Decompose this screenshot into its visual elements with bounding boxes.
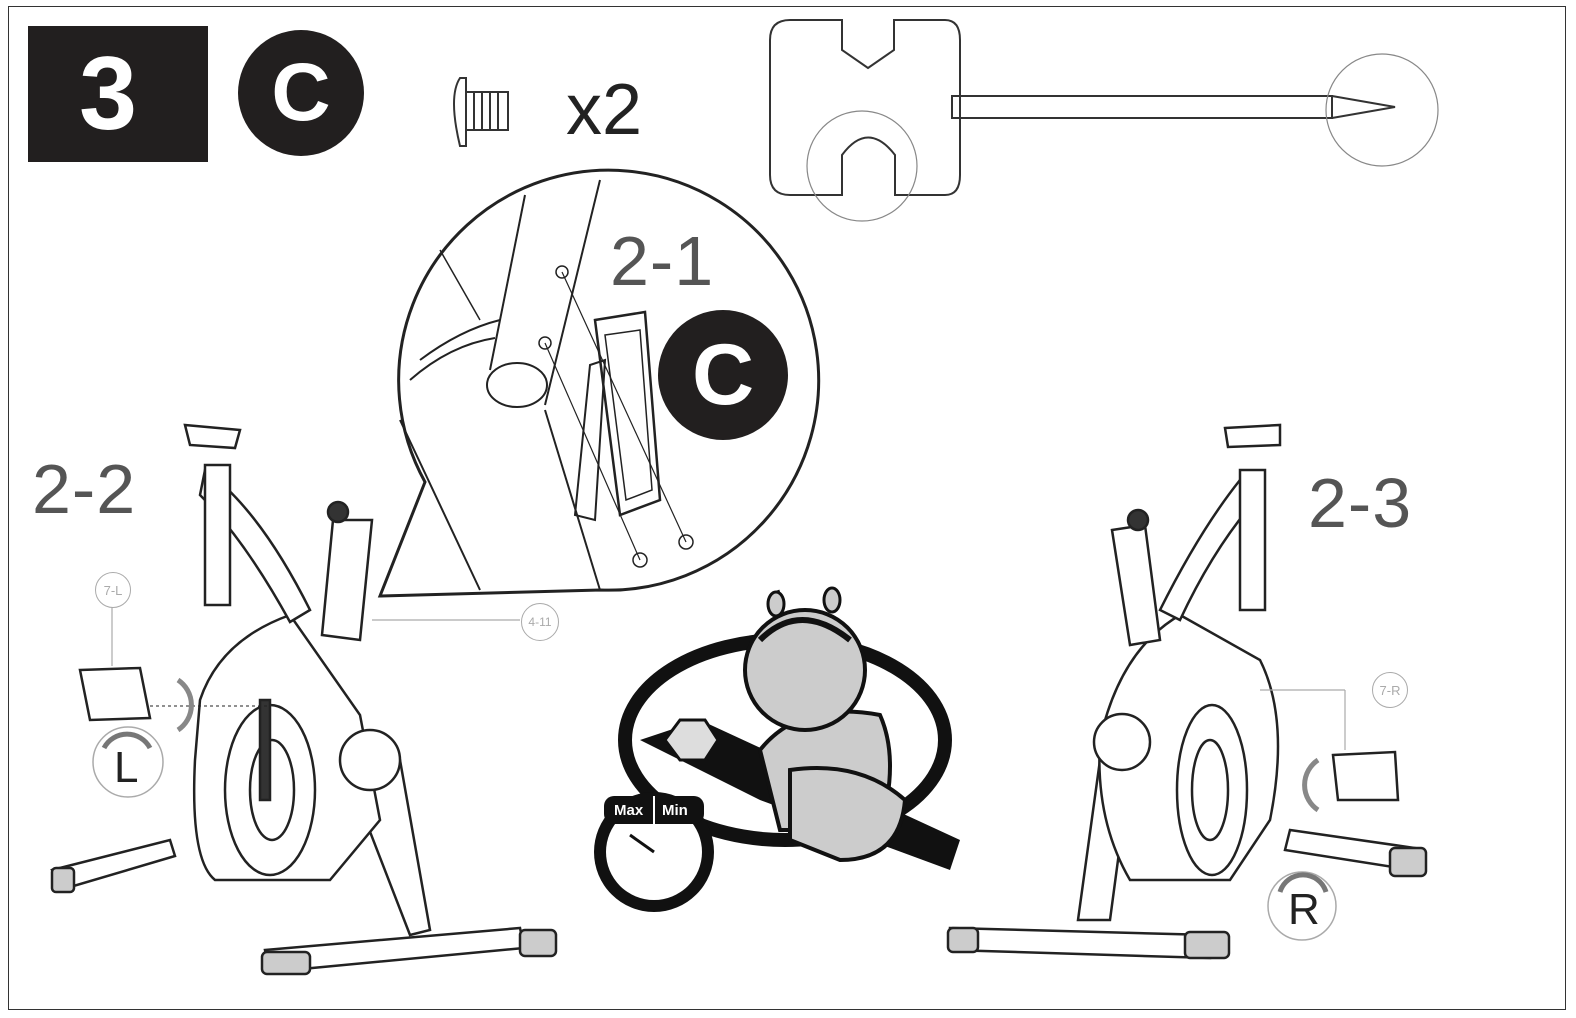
- gauge-max-label: Max: [614, 802, 644, 819]
- page-frame: [8, 6, 1566, 1010]
- bike-left-view: [50, 423, 558, 976]
- left-view-label: 2-2: [32, 450, 137, 528]
- hardware-quantity: x2: [566, 70, 643, 150]
- part-letter: C: [271, 47, 331, 138]
- pedal-tag-left: 7-L: [95, 572, 131, 608]
- step-number-box: 3: [28, 26, 208, 162]
- rotation-letter-right: R: [1288, 885, 1320, 934]
- part-badge: C: [238, 30, 364, 156]
- right-view-label: 2-3: [1308, 464, 1413, 542]
- screw-icon: [453, 77, 509, 147]
- worried-worker-wrench-icon: [594, 586, 960, 912]
- step-number: 3: [79, 35, 137, 152]
- bike-right-view: [946, 423, 1428, 960]
- detail-magnifier: [377, 168, 821, 598]
- detail-part-badge: C: [658, 310, 788, 440]
- gauge-min-label: Min: [662, 802, 688, 819]
- rotation-letter-left: L: [114, 743, 139, 792]
- detail-label: 2-1: [610, 222, 715, 300]
- pedal-tag-right: 7-R: [1372, 672, 1408, 708]
- screwdriver-wrench-tool-icon: [769, 19, 1439, 222]
- detail-part-letter: C: [691, 326, 755, 423]
- callout-tag: 4-11: [521, 603, 559, 641]
